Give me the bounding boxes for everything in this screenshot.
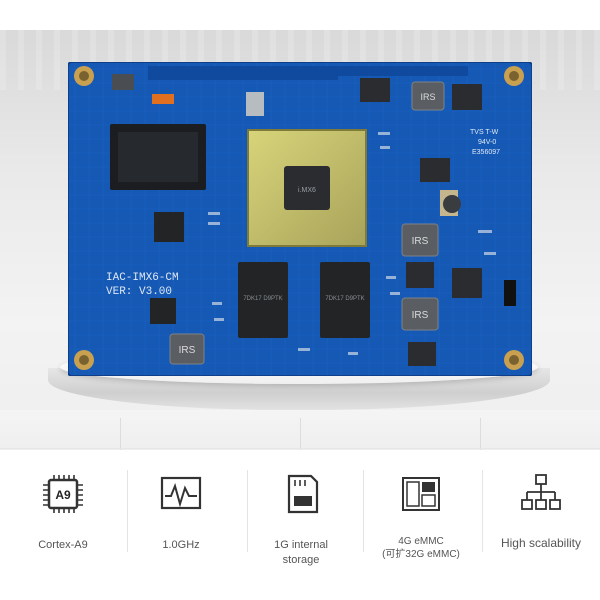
crystal	[246, 92, 264, 116]
floor-line	[120, 418, 121, 450]
ic-chip	[408, 342, 436, 366]
feature-storage: 1G internal storage	[242, 452, 360, 570]
feature-frequency: 1.0GHz	[122, 452, 240, 570]
feature-label: 1G internal	[274, 539, 328, 551]
feature-label: Cortex-A9	[38, 539, 88, 551]
mounting-hole-icon	[74, 66, 94, 86]
mounting-hole-icon	[504, 66, 524, 86]
feature-scalability: High scalability	[482, 452, 600, 570]
feature-separator	[363, 470, 364, 552]
ic-chip	[420, 158, 450, 182]
cpu-chip-label: A9	[55, 488, 71, 502]
feature-separator	[482, 470, 483, 552]
ul-text: 94V-0	[478, 139, 496, 146]
feature-separator	[127, 470, 128, 552]
emmc-icon	[402, 477, 440, 511]
switch	[152, 94, 174, 104]
silkscreen-marks	[208, 132, 496, 355]
board-version: VER: V3.00	[106, 286, 172, 298]
waveform-icon	[160, 476, 202, 510]
board-model: IAC-IMX6-CM	[106, 272, 179, 284]
sd-card-icon	[287, 474, 319, 514]
cpu-chip-icon: A9	[43, 475, 83, 513]
inductor-mark: IRS	[179, 345, 196, 356]
edge-connector	[148, 66, 338, 80]
feature-label-line2: storage	[282, 554, 320, 566]
capacitor	[443, 195, 461, 213]
inductor	[169, 333, 205, 365]
inductor-mark: IRS	[412, 310, 429, 321]
section-divider	[0, 448, 600, 449]
memory-chip	[320, 262, 370, 338]
feature-cortex: A9 Cortex-A9	[4, 452, 122, 570]
mounting-hole-icon	[74, 350, 94, 370]
soc-die	[284, 166, 330, 210]
ic-chip	[452, 84, 482, 110]
memory-chip	[238, 262, 288, 338]
capacitor	[112, 74, 134, 90]
inductor-mark: IRS	[412, 236, 429, 247]
floor-line	[300, 418, 301, 450]
ic-chip	[452, 268, 482, 298]
cert-text: TVS T-W	[470, 129, 499, 136]
memory-chip-mark: 7DK17 D9PTK	[325, 296, 364, 302]
ic-chip	[406, 262, 434, 288]
floor-line	[480, 418, 481, 450]
memory-chip-mark: 7DK17 D9PTK	[243, 296, 282, 302]
feature-separator	[247, 470, 248, 552]
network-tree-icon	[521, 474, 561, 510]
inductor	[401, 297, 439, 331]
inductor	[401, 223, 439, 257]
ic-chip	[150, 298, 176, 324]
bottom-margin	[0, 570, 600, 600]
inductor	[411, 81, 445, 111]
connector	[504, 280, 516, 306]
feature-label: 1.0GHz	[162, 539, 200, 551]
feature-emmc: 4G eMMC (可扩32G eMMC)	[362, 452, 480, 570]
ic-chip	[360, 78, 390, 102]
feature-row: A9 Cortex-A9 1.0GHz 1G internal storage	[0, 452, 600, 570]
mounting-hole-icon	[504, 350, 524, 370]
soc-label: i.MX6	[298, 187, 316, 194]
feature-label: 4G eMMC	[398, 536, 444, 547]
inductor-mark: IRS	[420, 92, 435, 102]
circuit-board: i.MX6 7DK17 D9PTK 7DK17 D9PTK IRS IRS IR…	[68, 62, 532, 376]
feature-label: High scalability	[500, 536, 582, 550]
feature-label-line2: (可扩32G eMMC)	[382, 549, 460, 560]
ic-chip	[154, 212, 184, 242]
batch-text: E356097	[472, 149, 500, 156]
